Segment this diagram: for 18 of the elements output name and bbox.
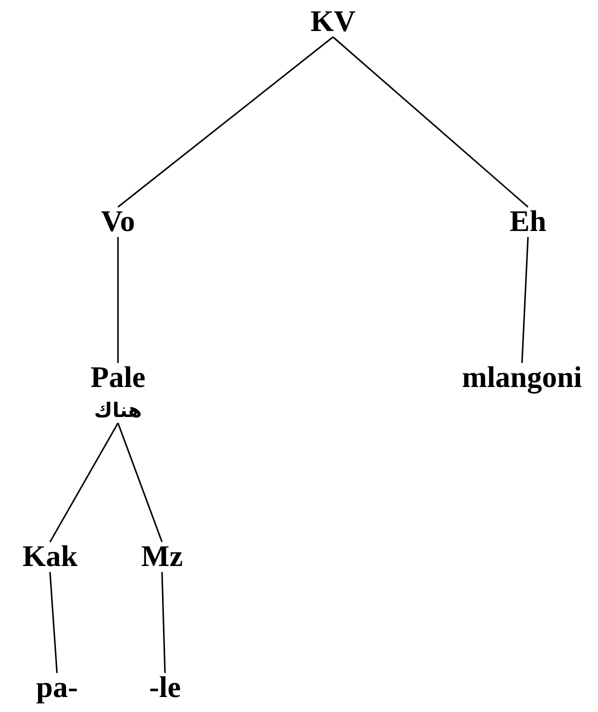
- branch-line: [49, 572, 58, 674]
- tree-label: -le: [149, 671, 181, 705]
- gloss-text: هناك: [93, 397, 143, 424]
- branch-line: [117, 422, 163, 542]
- tree-label: Vo: [101, 205, 135, 239]
- branch-line: [521, 236, 529, 364]
- tree-label: mlangoni: [462, 361, 582, 395]
- branch-line: [161, 572, 166, 674]
- tree-label: Pale: [90, 361, 146, 395]
- tree-label: KV: [310, 5, 356, 39]
- tree-label: Mz: [141, 540, 183, 574]
- tree-label: Kak: [22, 540, 78, 574]
- tree-label: pa-: [36, 671, 78, 705]
- branch-line: [332, 36, 528, 208]
- branch-line: [118, 36, 334, 208]
- branch-line: [49, 422, 119, 542]
- tree-label: Eh: [510, 205, 546, 239]
- branch-line: [117, 237, 119, 363]
